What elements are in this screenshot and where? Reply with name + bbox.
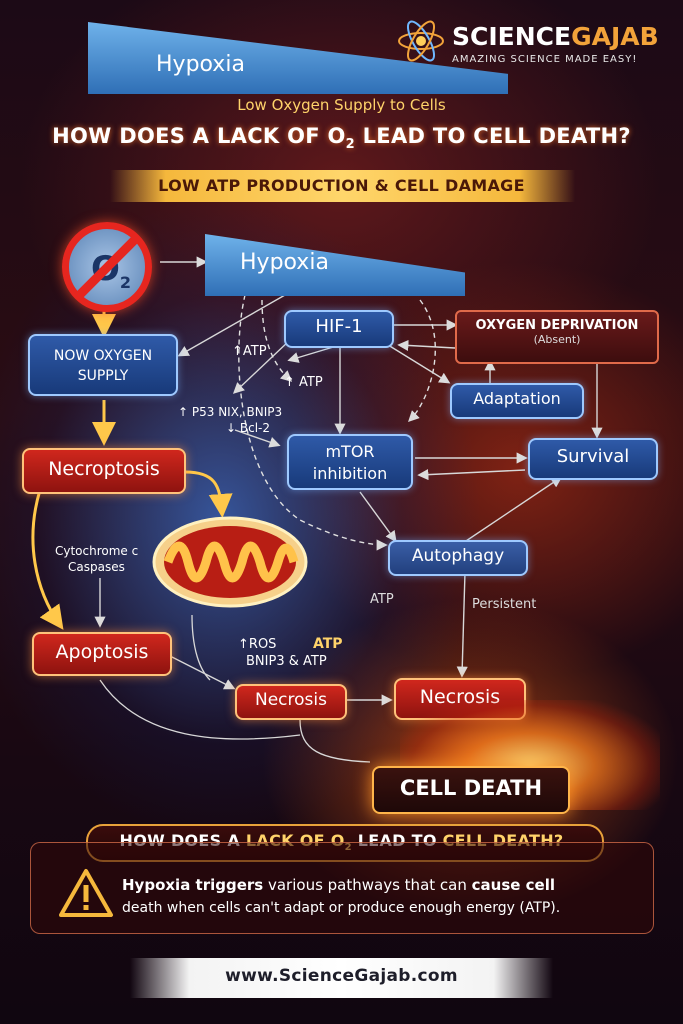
hif1-box: HIF-1	[284, 310, 394, 348]
hypoxia-label: Hypoxia	[240, 250, 329, 275]
necroptosis-box: Necroptosis	[22, 448, 186, 494]
oxygen-deprivation-box: OXYGEN DEPRIVATION (Absent)	[455, 310, 659, 364]
necrosis-left-box: Necrosis	[235, 684, 347, 720]
warning-icon	[58, 868, 114, 918]
no-oxygen-icon: O2	[62, 222, 152, 312]
atp-bold-label: ATP	[313, 636, 343, 652]
brand-name: SCIENCEGAJAB	[452, 22, 659, 51]
brand-tagline: AMAZING SCIENCE MADE EASY!	[452, 54, 638, 65]
caspases-label: Caspases	[68, 560, 125, 574]
main-question: HOW DOES A LACK OF O2 LEAD TO CELL DEATH…	[52, 124, 631, 153]
cytochrome-label: Cytochrome c	[55, 544, 139, 558]
strip-background	[110, 170, 575, 202]
bcl2-label: ↓ Bcl-2	[226, 421, 271, 435]
atp-label-right: ↑ ATP	[284, 375, 323, 390]
description-panel	[30, 842, 654, 934]
banner-subtitle: Low Oxygen Supply to Cells	[237, 96, 446, 114]
bnip3-atp-label: BNIP3 & ATP	[246, 654, 327, 669]
adaptation-box: Adaptation	[450, 383, 584, 419]
survival-box: Survival	[528, 438, 658, 480]
strip-text: LOW ATP PRODUCTION & CELL DAMAGE	[158, 176, 525, 195]
cell-death-box: CELL DEATH	[372, 766, 570, 814]
apoptosis-box: Apoptosis	[32, 632, 172, 676]
mitochondrion-icon	[150, 512, 310, 612]
footer-brush	[130, 958, 553, 998]
persistent-label: Persistent	[472, 597, 537, 612]
banner-title: Hypoxia	[156, 52, 245, 77]
footer-url[interactable]: www.ScienceGajab.com	[225, 966, 458, 986]
autophagy-box: Autophagy	[388, 540, 528, 576]
atom-logo-icon	[396, 20, 446, 62]
description-text: Hypoxia triggers various pathways that c…	[122, 876, 561, 916]
p53-label: ↑ P53 NIX, BNIP3	[178, 405, 283, 419]
ros-label: ↑ROS	[238, 637, 277, 652]
atp-mid-label: ATP	[370, 592, 394, 607]
atp-label-left: ↑ATP	[232, 344, 267, 359]
